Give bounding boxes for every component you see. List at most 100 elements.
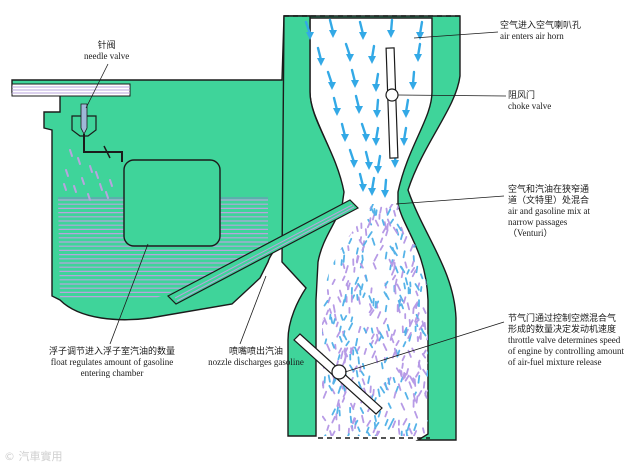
mixture-particle (423, 321, 427, 331)
mixture-particle (397, 299, 402, 307)
fuel-drop (105, 191, 109, 199)
mixture-particle (338, 347, 343, 354)
label-choke-valve: 阻风门 choke valve (508, 90, 552, 111)
mixture-particle (341, 246, 345, 254)
mixture-particle (336, 330, 341, 338)
mixture-particle (337, 385, 342, 394)
mixture-particle (400, 270, 404, 279)
mixture-particle (393, 209, 397, 217)
mixture-particle (357, 296, 361, 305)
mixture-particle (412, 393, 417, 402)
mixture-particle (361, 414, 365, 424)
mixture-particle (423, 209, 428, 218)
mixture-particle (368, 217, 372, 225)
mixture-particle (330, 242, 335, 250)
mixture-particle (405, 368, 409, 376)
mixture-particle (332, 229, 337, 237)
mixture-particle (402, 250, 406, 259)
mixture-particle (395, 367, 400, 373)
mixture-particle (322, 253, 325, 260)
mixture-particle (411, 260, 415, 267)
mixture-particle (401, 362, 404, 369)
mixture-particle (364, 204, 370, 211)
mixture-particle (340, 314, 344, 321)
mixture-particle (373, 253, 379, 262)
mixture-particle (387, 422, 393, 430)
fuel-drop (73, 185, 77, 193)
mixture-particle (345, 265, 349, 274)
mixture-particle (331, 244, 337, 252)
fuel-drop (63, 183, 67, 191)
mixture-particle (367, 231, 373, 239)
label-float: 浮子调节进入浮子室汽油的数量 float regulates amount of… (48, 346, 175, 378)
mixture-particle (327, 296, 331, 304)
mixture-particle (331, 234, 335, 243)
mixture-particle (348, 230, 353, 237)
mixture-particle (322, 331, 323, 339)
airflow-arrow (348, 148, 358, 168)
airflow-arrow (416, 20, 424, 40)
mixture-particle (323, 299, 329, 307)
airflow-arrow (316, 46, 325, 66)
mixture-particle (342, 263, 346, 270)
mixture-particle (379, 206, 383, 214)
mixture-particle (408, 427, 413, 435)
mixture-particle (384, 418, 389, 427)
mixture-particle (384, 304, 388, 313)
mixture-particle (414, 283, 420, 291)
mixture-particle (327, 374, 331, 383)
mixture-particle (341, 275, 346, 282)
mixture-particle (379, 331, 384, 339)
airflow-arrow (402, 98, 410, 118)
mixture-particle (413, 423, 418, 431)
mixture-particle (343, 354, 347, 364)
mixture-particle (375, 430, 381, 436)
mixture-particle (396, 283, 402, 292)
mixture-particle (340, 229, 345, 238)
mixture-particle (357, 426, 361, 433)
mixture-particle (334, 236, 338, 243)
mixture-particle (400, 303, 404, 310)
mixture-particle (422, 307, 427, 314)
mixture-particle (369, 342, 374, 349)
mixture-particle (323, 317, 328, 325)
fuel-drop (81, 177, 85, 185)
mixture-particle (420, 273, 424, 280)
label-throttle-valve: 节气门通过控制空燃混合气 形成的数量决定发动机速度 throttle valve… (508, 313, 624, 367)
mixture-particle (384, 292, 390, 301)
mixture-particle (350, 316, 354, 323)
needle-valve (71, 103, 123, 162)
mixture-particle (404, 391, 409, 400)
fuel-drop (77, 157, 81, 165)
fuel-drop (99, 183, 103, 191)
mixture-particle (411, 269, 417, 278)
mixture-particle (366, 419, 372, 427)
mixture-particle (370, 333, 375, 340)
mixture-particle (370, 327, 374, 334)
fuel-drops (63, 149, 113, 201)
mixture-particle (418, 323, 425, 331)
fuel-drop (109, 179, 113, 187)
mixture-particle (334, 236, 338, 243)
mixture-particle (396, 204, 400, 211)
mixture-particle (335, 223, 338, 231)
mixture-particle (332, 378, 336, 384)
nozzle (167, 199, 359, 305)
mixture-particle (387, 377, 391, 386)
mixture-particle (349, 216, 355, 223)
mixture-particle (328, 308, 332, 314)
mixture-particle (404, 374, 410, 382)
airflow-arrow (368, 44, 376, 64)
mixture-particle (342, 385, 346, 392)
mixture-particle (393, 250, 398, 257)
mixture-particle (322, 434, 327, 436)
leader-air-horn (413, 31, 499, 39)
mixture-particle (336, 406, 339, 415)
airflow-arrow (372, 72, 380, 92)
mixture-particle (352, 417, 357, 425)
mixture-particle (390, 417, 395, 424)
airflow-arrow (409, 70, 417, 90)
mixture-particle (355, 247, 359, 255)
mixture-particle (349, 415, 353, 424)
mixture-particle (361, 245, 365, 252)
